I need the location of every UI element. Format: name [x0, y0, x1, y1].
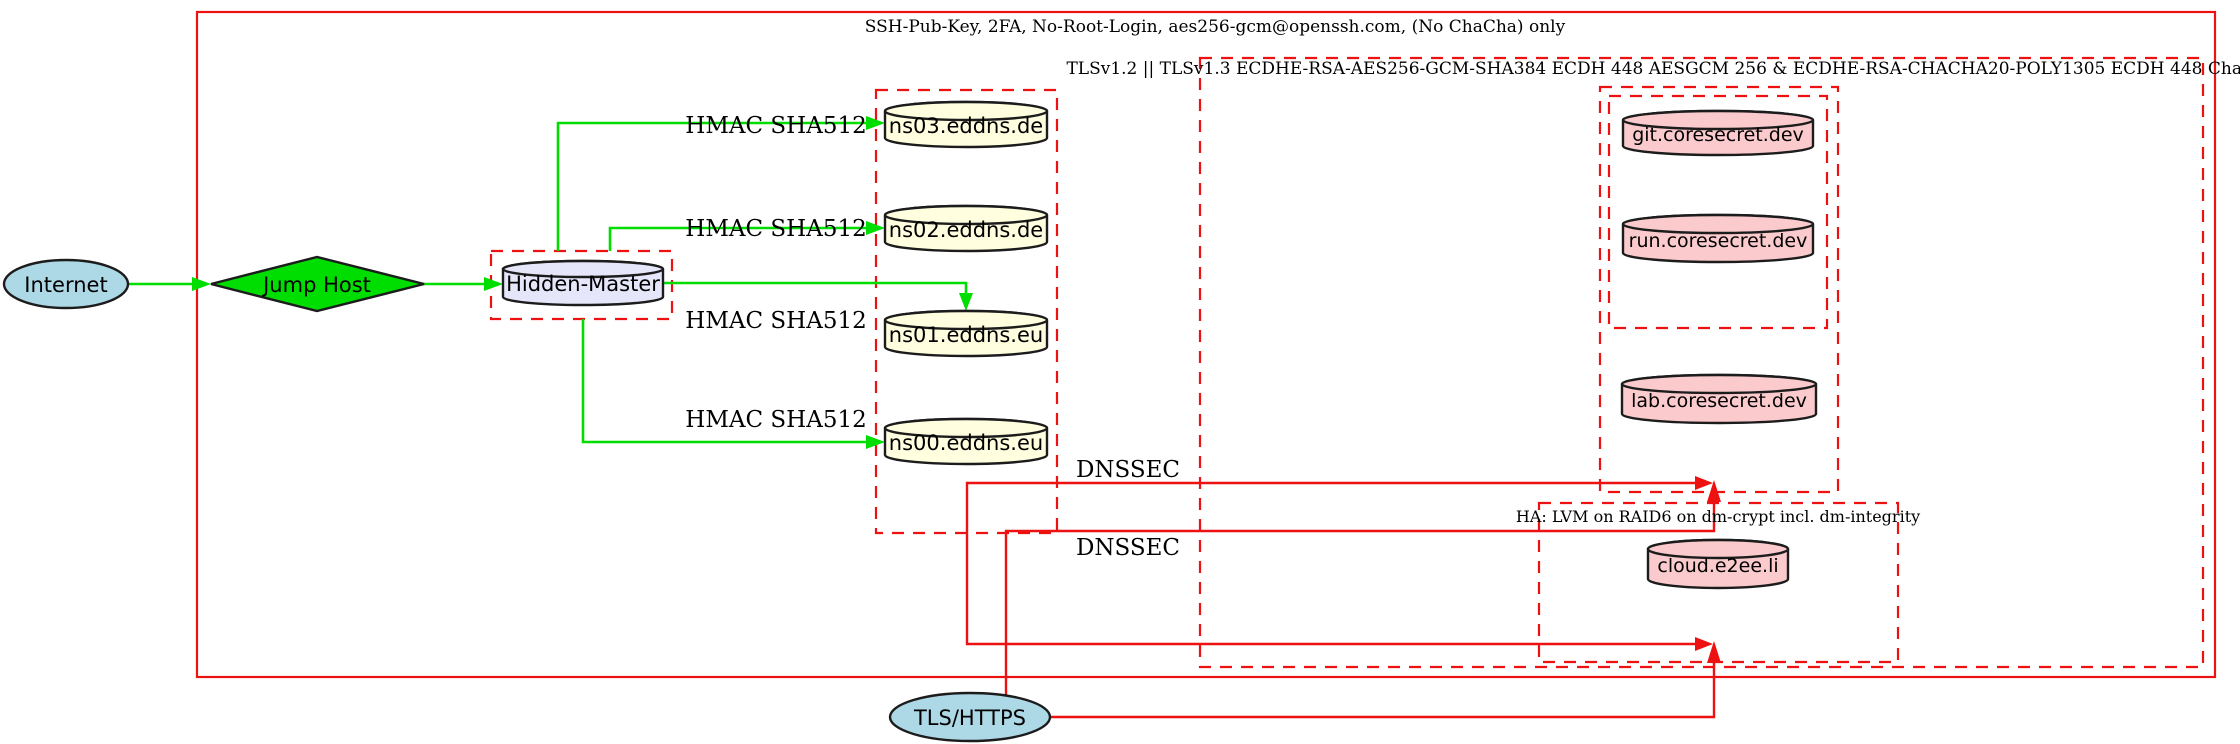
edge-hiddenmaster-ns02: [608, 226, 866, 251]
node-run-top: [1621, 213, 1815, 235]
arrowhead-icon: [866, 435, 885, 449]
edge-label-dnssec-2: DNSSEC: [1076, 535, 1180, 561]
node-ns00-top: [883, 417, 1049, 439]
node-ns01-label: ns01.eddns.eu: [889, 323, 1043, 347]
edge-label-hmac-ns03: HMAC SHA512: [685, 113, 866, 139]
arrowhead-icon: [1695, 637, 1713, 651]
tls-cluster-box: [1198, 56, 2205, 669]
ssh-policy-frame: [195, 10, 2217, 679]
edge-tls-coresecret: [1004, 501, 1716, 695]
arrowhead-icon: [192, 277, 211, 291]
arrowhead-icon: [1707, 641, 1721, 663]
arrowhead-icon: [866, 116, 885, 130]
arrowhead-icon: [484, 277, 503, 291]
node-run-label: run.coresecret.dev: [1629, 230, 1808, 252]
node-internet: [2, 258, 130, 310]
edge-label-hmac-ns00: HMAC SHA512: [685, 407, 866, 433]
node-cloud-top: [1646, 538, 1790, 560]
node-lab-top: [1620, 373, 1818, 395]
cluster-label-ssh-policy: SSH-Pub-Key, 2FA, No-Root-Login, aes256-…: [865, 17, 1566, 37]
edge-hiddenmaster-ns00: [581, 319, 866, 444]
node-ns00-label: ns00.eddns.eu: [889, 431, 1043, 455]
node-tls-https: [888, 691, 1052, 743]
edge-label-dnssec-1: DNSSEC: [1076, 457, 1180, 483]
node-ns02-label: ns02.eddns.de: [889, 218, 1043, 242]
coresecret-outer-cluster-box: [1598, 85, 1840, 494]
edge-tls-ha: [1050, 663, 1716, 719]
cluster-label-ha-storage: HA: LVM on RAID6 on dm-crypt incl. dm-in…: [1516, 507, 1920, 526]
node-git-top: [1621, 109, 1815, 131]
node-ns03-label: ns03.eddns.de: [889, 114, 1043, 138]
node-ns01-top: [883, 309, 1049, 331]
arrowhead-icon: [1707, 480, 1721, 502]
arrowhead-icon: [866, 221, 885, 235]
node-ns02-top: [883, 204, 1049, 226]
node-hidden-master-label: Hidden-Master: [506, 272, 660, 296]
coresecret-inner-cluster-box: [1607, 94, 1829, 330]
node-internet-label: Internet: [24, 273, 107, 297]
edge-label-hmac-ns02: HMAC SHA512: [685, 216, 866, 242]
edge-hiddenmaster-ns03: [556, 121, 866, 251]
node-hidden-master-top: [501, 259, 665, 279]
arrowhead-icon: [1695, 476, 1713, 490]
node-tls-https-label: TLS/HTTPS: [913, 706, 1026, 730]
edge-hiddenmaster-ns01: [663, 281, 968, 294]
node-jump-host-label: Jump Host: [261, 273, 371, 297]
node-lab-label: lab.coresecret.dev: [1631, 390, 1807, 412]
node-ns03-top: [883, 100, 1049, 122]
edge-label-hmac-ns01: HMAC SHA512: [685, 308, 866, 334]
node-cloud-label: cloud.e2ee.li: [1657, 555, 1778, 577]
node-git-label: git.coresecret.dev: [1632, 124, 1804, 146]
cluster-label-tls-ciphers: TLSv1.2 || TLSv1.3 ECDHE-RSA-AES256-GCM-…: [1066, 59, 2240, 79]
node-jump-host: [210, 255, 425, 313]
arrowhead-icon: [959, 293, 973, 311]
edge-dnssec-bracket: [965, 481, 1696, 646]
